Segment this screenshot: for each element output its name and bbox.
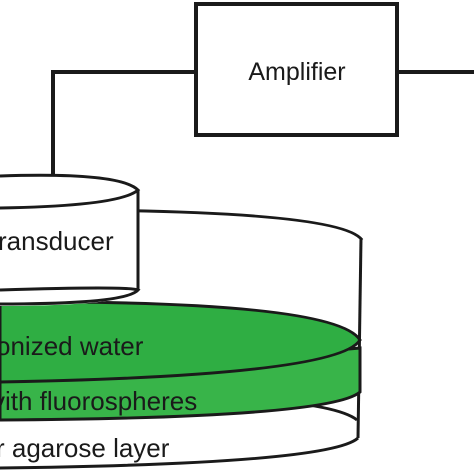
water-label: onized water (0, 331, 144, 361)
water-surface (0, 300, 362, 384)
transducer-label: ransducer (0, 226, 114, 256)
amplifier-box (194, 2, 399, 137)
wire-transducer-to-amplifier (51, 70, 196, 180)
transducer-body (0, 180, 138, 306)
container-bottom (0, 436, 360, 470)
transducer-bottom (0, 286, 141, 306)
agarose-label: r agarose layer (0, 433, 170, 463)
fluorosphere-label: vith fluorospheres (0, 386, 197, 416)
amplifier-label: Amplifier (248, 58, 345, 86)
transducer-top (0, 173, 141, 210)
